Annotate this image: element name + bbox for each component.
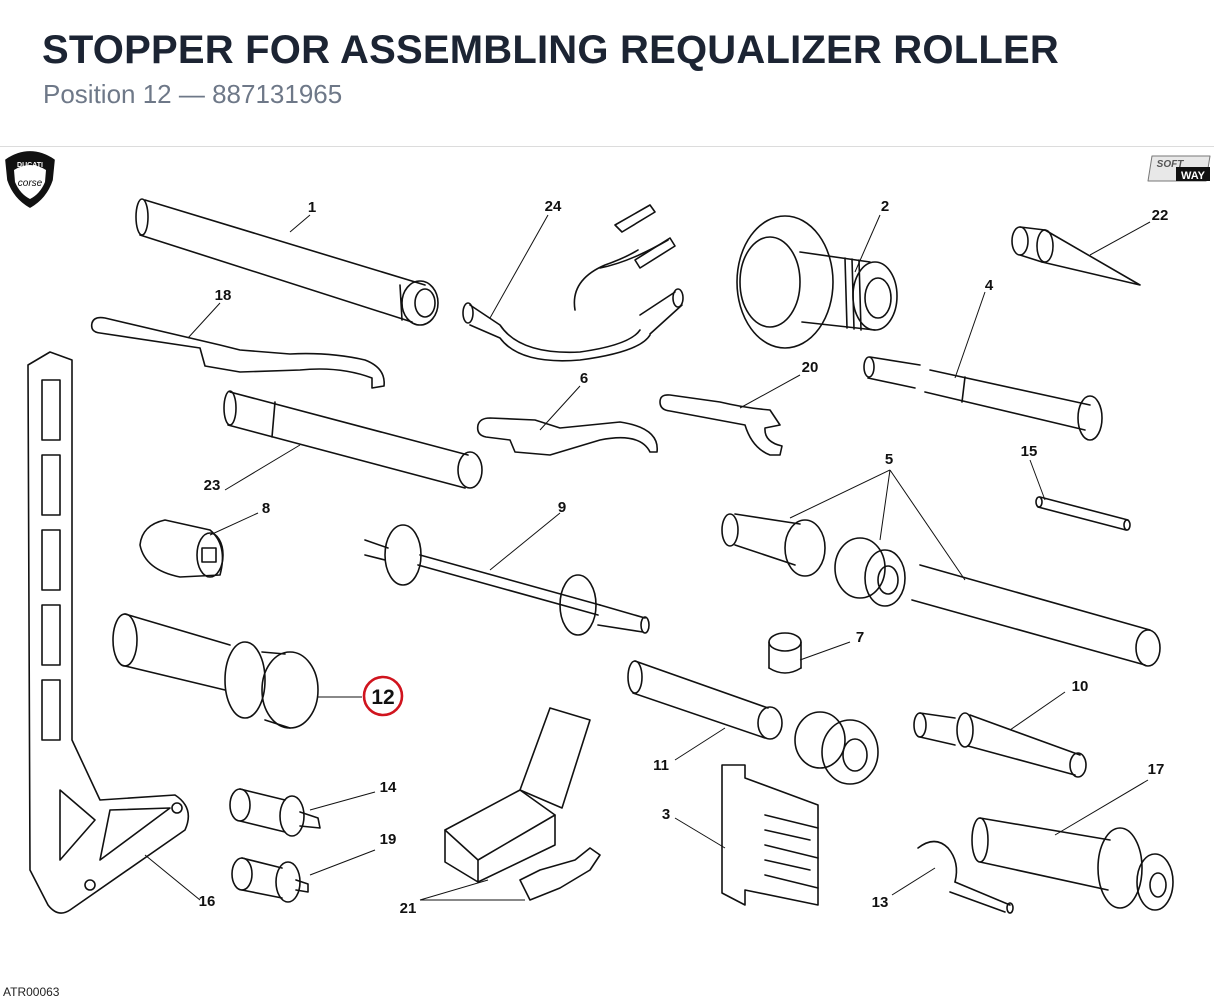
tool-6-wrench bbox=[476, 417, 658, 456]
callout-17: 17 bbox=[1148, 761, 1165, 778]
softway-logo bbox=[1147, 155, 1211, 182]
tool-24-cable bbox=[462, 204, 684, 362]
tool-9-puller bbox=[364, 524, 650, 636]
ducati-logo bbox=[5, 151, 55, 208]
tool-7-collar bbox=[768, 632, 802, 674]
callout-19: 19 bbox=[380, 831, 397, 848]
ducati-logo-subtext: corse bbox=[18, 178, 43, 189]
tool-1-tube bbox=[135, 198, 439, 326]
callout-22: 22 bbox=[1152, 207, 1169, 224]
tool-21-kit bbox=[444, 707, 601, 901]
tool-18-wrench bbox=[90, 316, 385, 389]
callout-16: 16 bbox=[199, 893, 216, 910]
tool-11-bar bbox=[627, 660, 879, 785]
tool-diagram: 1 24 2 22 18 4 6 20 23 5 15 8 9 7 10 11 … bbox=[5, 151, 1211, 917]
page-subtitle: Position 12 — 887131965 bbox=[43, 79, 343, 109]
callout-13: 13 bbox=[872, 894, 889, 911]
tool-15-pin bbox=[1035, 496, 1131, 531]
callout-14: 14 bbox=[380, 779, 397, 796]
tool-8-socket bbox=[139, 519, 224, 578]
tool-20-wrench bbox=[659, 394, 783, 456]
callout-2: 2 bbox=[881, 198, 889, 215]
tool-5-set bbox=[721, 513, 1161, 667]
callout-1: 1 bbox=[308, 199, 316, 216]
tool-14-drift bbox=[229, 788, 321, 837]
tool-12-stopper bbox=[112, 613, 319, 729]
page-title: STOPPER FOR ASSEMBLING REQUALIZER ROLLER bbox=[42, 28, 1059, 72]
callout-6: 6 bbox=[580, 370, 588, 387]
callout-20: 20 bbox=[802, 359, 819, 376]
callout-24: 24 bbox=[545, 198, 562, 215]
callout-3: 3 bbox=[662, 806, 670, 823]
callout-4: 4 bbox=[985, 277, 994, 294]
callout-5: 5 bbox=[885, 451, 893, 468]
highlight-callout-12: 12 bbox=[362, 675, 404, 717]
ducati-logo-text: DUCATI bbox=[17, 162, 43, 169]
highlight-number: 12 bbox=[371, 686, 394, 709]
tool-10-pin bbox=[913, 712, 1087, 778]
tool-2-flanged-bush bbox=[736, 215, 898, 349]
highlight-ring bbox=[362, 675, 404, 717]
callout-7: 7 bbox=[856, 629, 864, 646]
leader-lines bbox=[144, 214, 1151, 901]
callout-18: 18 bbox=[215, 287, 232, 304]
tool-3-gauge bbox=[721, 764, 819, 906]
callout-23: 23 bbox=[204, 477, 221, 494]
tool-19-drift bbox=[231, 857, 309, 903]
softway-logo-subtext: WAY bbox=[1181, 170, 1206, 182]
callout-labels: 1 24 2 22 18 4 6 20 23 5 15 8 9 7 10 11 … bbox=[199, 198, 1169, 917]
tool-17-tube bbox=[971, 817, 1174, 911]
softway-logo-text: SOFT bbox=[1157, 159, 1185, 170]
tool-13-hook bbox=[917, 840, 1014, 914]
callout-10: 10 bbox=[1072, 678, 1089, 695]
tool-23-tube bbox=[223, 390, 483, 489]
tool-16-frame bbox=[27, 351, 190, 914]
drawing-code: ATR00063 bbox=[3, 985, 60, 999]
callout-21: 21 bbox=[400, 900, 417, 917]
tool-4-bar bbox=[863, 356, 1103, 441]
callout-15: 15 bbox=[1021, 443, 1038, 460]
tool-22-cone bbox=[1011, 226, 1141, 286]
callout-9: 9 bbox=[558, 499, 566, 516]
callout-11: 11 bbox=[653, 757, 669, 774]
header: STOPPER FOR ASSEMBLING REQUALIZER ROLLER… bbox=[0, 0, 1214, 147]
callout-8: 8 bbox=[262, 500, 270, 517]
